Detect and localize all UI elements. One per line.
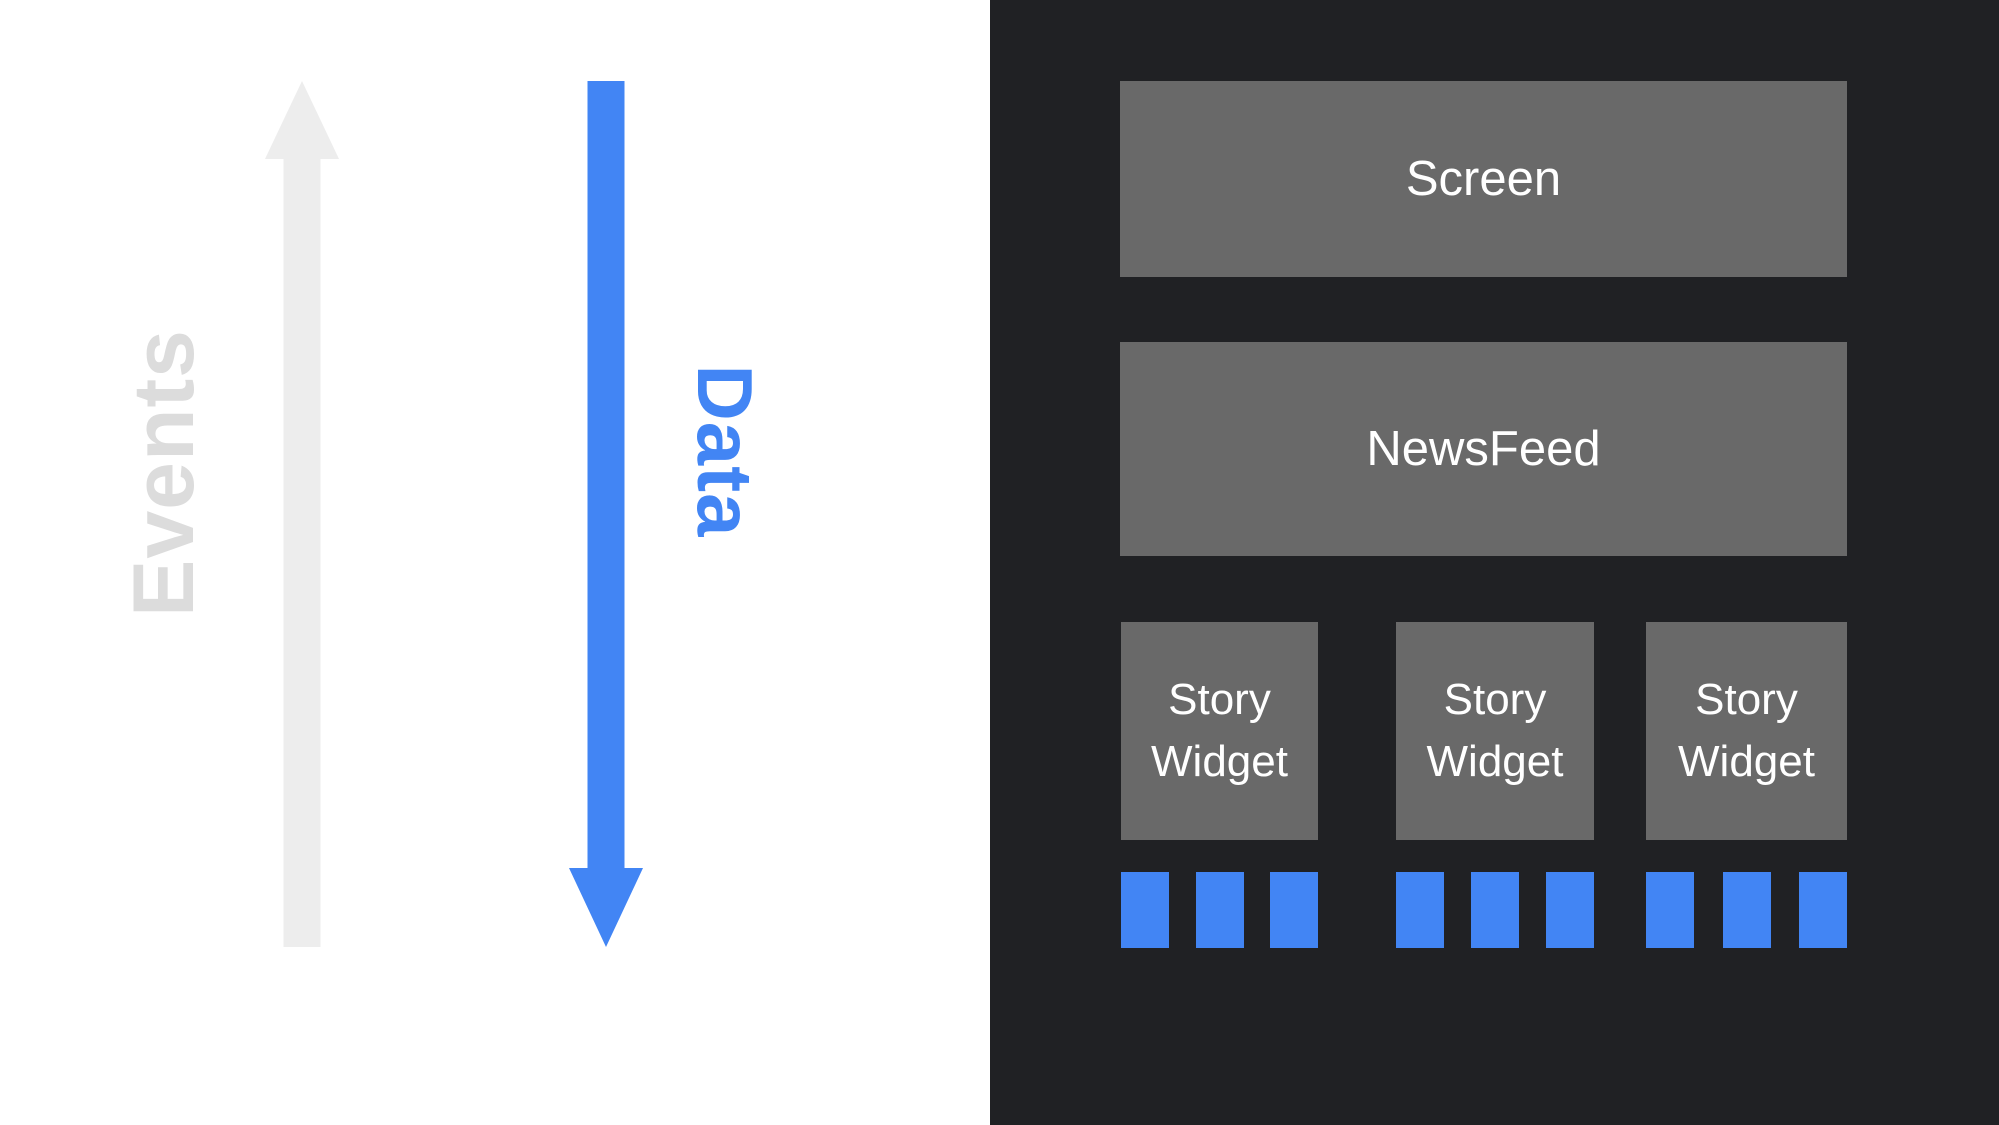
story-widget-label: Story Widget bbox=[1151, 675, 1288, 786]
story-widget-box: Story Widget bbox=[1646, 622, 1847, 840]
story-widget-box: Story Widget bbox=[1121, 622, 1318, 840]
story-tile bbox=[1722, 872, 1771, 948]
story-tile bbox=[1799, 872, 1847, 948]
widget-tree-panel: Screen NewsFeed Story Widget Story Widge… bbox=[990, 0, 1999, 1125]
story-tile bbox=[1270, 872, 1318, 948]
story-tiles-row bbox=[1646, 872, 1847, 948]
events-up-arrow-icon bbox=[265, 81, 339, 947]
story-widget-label: Story Widget bbox=[1426, 675, 1564, 786]
flow-arrows bbox=[265, 81, 643, 947]
flow-panel: Events Data bbox=[0, 0, 990, 1125]
screen-widget-label: Screen bbox=[1405, 152, 1562, 206]
story-tile bbox=[1546, 872, 1594, 948]
newsfeed-widget-box: NewsFeed bbox=[1120, 342, 1847, 556]
events-flow-label: Events bbox=[116, 328, 212, 618]
story-tiles-row bbox=[1121, 872, 1318, 948]
story-widget-box: Story Widget bbox=[1396, 622, 1594, 840]
story-tile bbox=[1121, 872, 1169, 948]
data-down-arrow-icon bbox=[569, 81, 643, 947]
data-flow-label: Data bbox=[681, 364, 769, 538]
story-tile bbox=[1195, 872, 1244, 948]
story-widget-label: Story Widget bbox=[1678, 675, 1815, 786]
newsfeed-widget-label: NewsFeed bbox=[1366, 422, 1601, 476]
story-tile bbox=[1646, 872, 1694, 948]
screen-widget-box: Screen bbox=[1120, 81, 1847, 277]
story-tile bbox=[1396, 872, 1444, 948]
story-tiles-row bbox=[1396, 872, 1594, 948]
story-tile bbox=[1471, 872, 1519, 948]
